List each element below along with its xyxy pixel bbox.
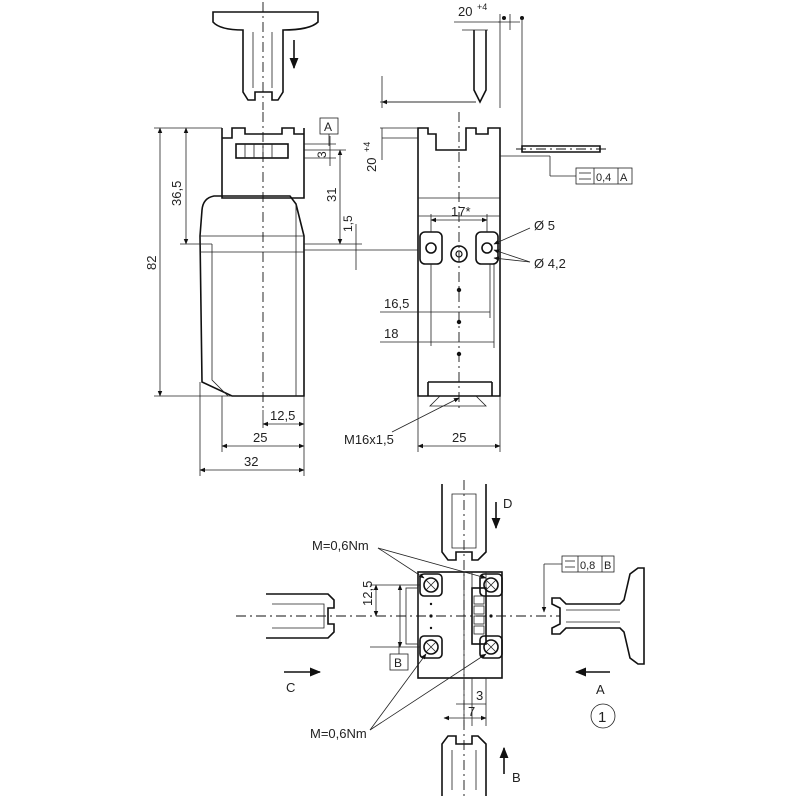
direction-label-d: D: [503, 496, 512, 511]
actuator-direction-d: [441, 484, 501, 561]
tolerance-frame-a: 0,4 A: [549, 156, 633, 185]
actuator-direction-b: [441, 735, 509, 796]
screw-bottom-right: [479, 635, 503, 659]
actuator-direction-c: [266, 593, 335, 677]
dim-20-top-tol: +4: [477, 2, 487, 12]
direction-label-a: A: [596, 682, 605, 697]
callout-1: 1: [590, 703, 616, 729]
dim-31: 31: [324, 188, 339, 202]
actuator-direction-a: [551, 567, 645, 677]
dim-16-5: 16,5: [384, 296, 409, 311]
flatness-b-datum: B: [604, 560, 611, 572]
dim-82: 82: [144, 256, 159, 270]
front-dimensions: [154, 127, 418, 476]
side-dimensions: [380, 14, 531, 452]
dimension-texts-upper: 20 +4 20 +4 36,5 82 3 31 1,5 17* Ø 5 Ø 4…: [144, 2, 566, 469]
top-view-body: [236, 480, 560, 796]
dim-12-5-front: 12,5: [270, 408, 295, 423]
datum-b-label: B: [394, 656, 402, 670]
actuator-top-front: [212, 2, 319, 110]
direction-label-c: C: [286, 680, 295, 695]
dim-3-top: 3: [315, 151, 329, 158]
side-view-body: [417, 112, 501, 410]
datum-a-box: A: [319, 117, 339, 146]
torque-label-lower: M=0,6Nm: [310, 726, 367, 741]
dim-dia4-2: Ø 4,2: [534, 256, 566, 271]
dim-25-side: 25: [452, 430, 466, 445]
callout-number: 1: [598, 709, 606, 726]
dim-36-5: 36,5: [169, 181, 184, 206]
dim-12-5-top: 12,5: [360, 581, 375, 606]
screw-top-right: [479, 573, 503, 597]
top-view-dimensions: 12,5 12,5 3 7: [360, 547, 487, 731]
tolerance-frame-b: 0,8 B: [541, 555, 615, 613]
front-view-body: [199, 112, 305, 410]
flatness-a-datum: A: [620, 172, 628, 184]
dim-m16: M16x1,5: [344, 432, 394, 447]
dim-7: 7: [468, 704, 475, 719]
screw-bottom-left: [419, 635, 443, 659]
dim-1-5: 1,5: [341, 215, 355, 232]
dim-3-bottom: 3: [476, 688, 483, 703]
datum-a-label: A: [324, 120, 332, 134]
dim-17: 17*: [451, 204, 471, 219]
dim-20-side-tol: +4: [362, 142, 372, 152]
direction-label-b: B: [512, 770, 521, 785]
datum-b-box: B: [389, 644, 409, 671]
dim-32: 32: [244, 454, 258, 469]
dim-20-side: 20: [364, 158, 379, 172]
torque-label-upper: M=0,6Nm: [312, 538, 369, 553]
dim-dia5: Ø 5: [534, 218, 555, 233]
flatness-a-value: 0,4: [596, 172, 611, 184]
dim-25-front: 25: [253, 430, 267, 445]
actuator-top-side: [380, 14, 606, 157]
flatness-b-value: 0,8: [580, 560, 595, 572]
dim-18: 18: [384, 326, 398, 341]
dim-20-top: 20: [458, 4, 472, 19]
